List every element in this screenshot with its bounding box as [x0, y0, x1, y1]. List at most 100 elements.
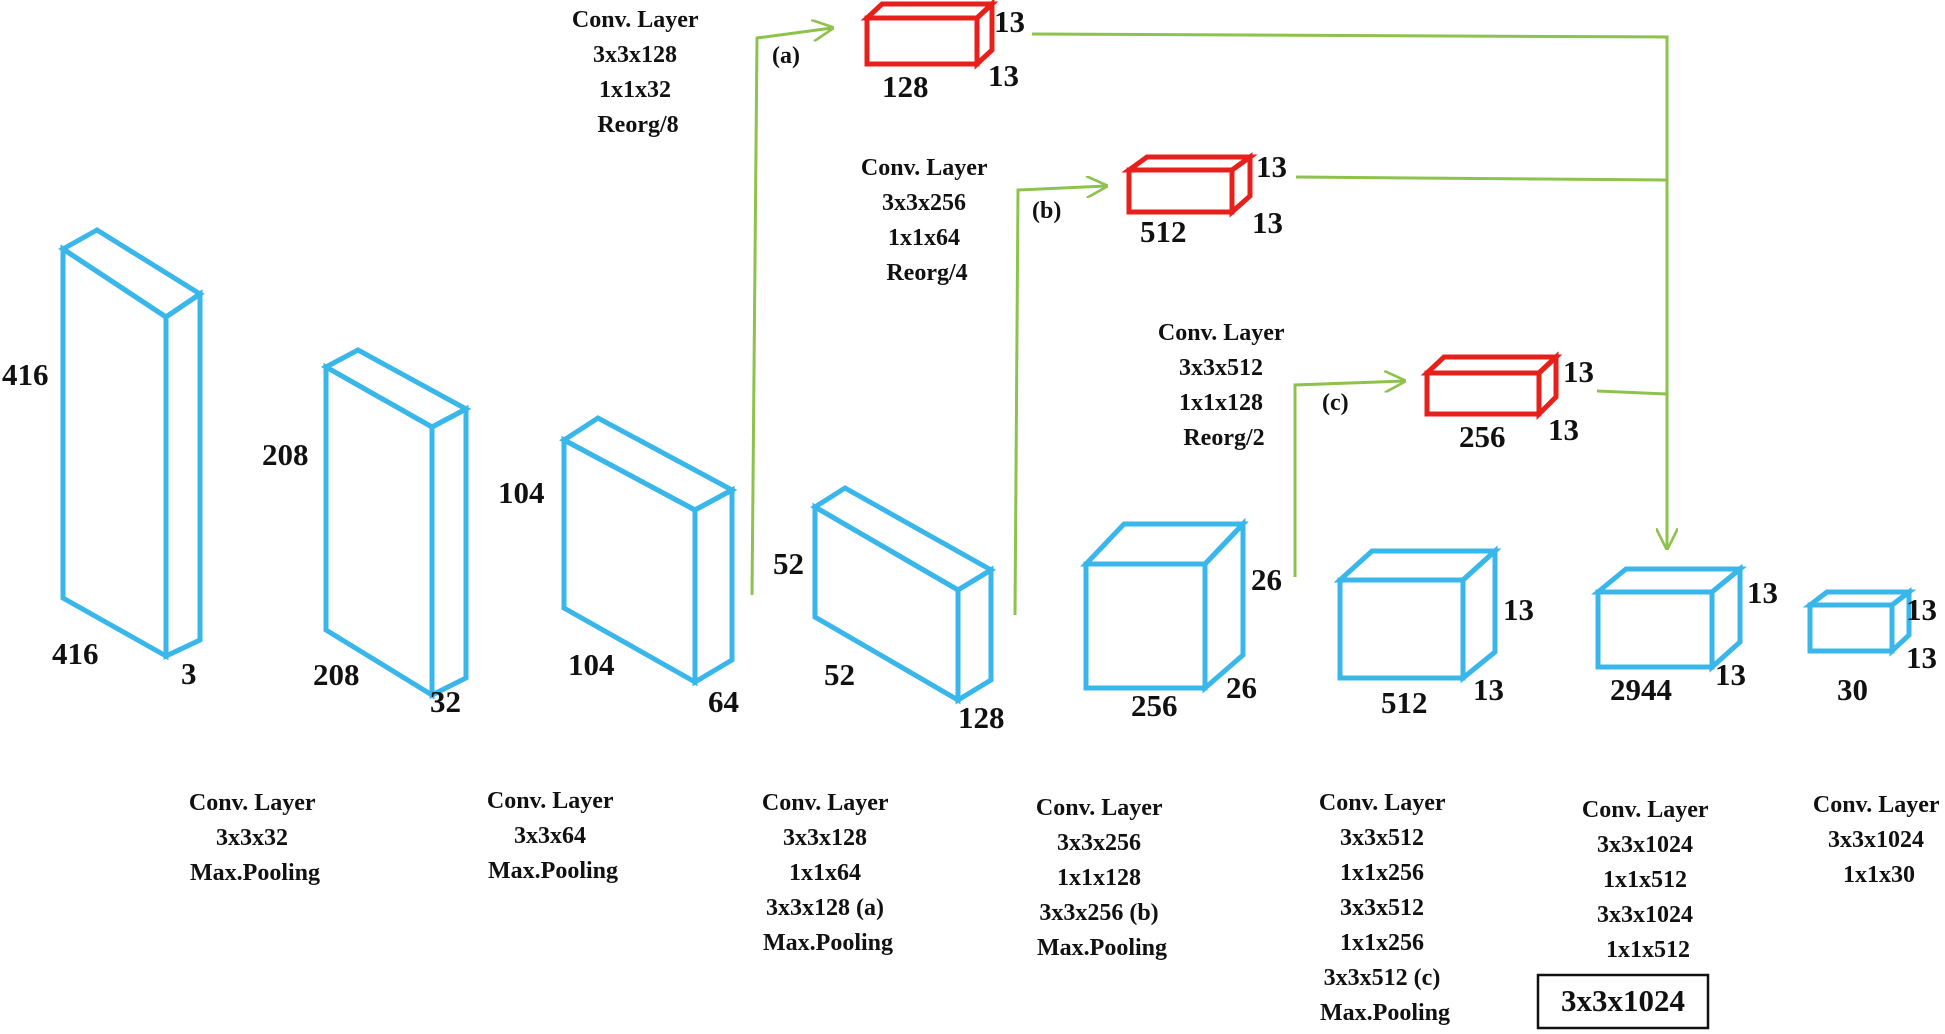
fm5-height: 26	[1251, 562, 1282, 597]
reorg-c-height: 13	[1563, 354, 1594, 389]
feature-map-5	[1080, 517, 1249, 694]
fm4-depth: 128	[958, 700, 1005, 735]
fm2-height: 208	[262, 437, 309, 472]
stage-label-line: 3x3x32	[216, 825, 288, 851]
fm8-width: 30	[1837, 672, 1868, 707]
stage-label-line: 1x1x256	[1340, 930, 1424, 956]
skip-path-c	[1293, 381, 1404, 577]
stage-label-line: 1x1x64	[789, 860, 861, 886]
stage-label-line: 3x3x128 (a)	[766, 895, 884, 921]
reorg-block-b	[1121, 152, 1258, 218]
fm6-width: 512	[1381, 685, 1428, 720]
feature-map-4	[810, 485, 996, 705]
reorg-b-width: 13	[1252, 205, 1283, 240]
reorg-b-height: 13	[1256, 149, 1287, 184]
reorg-a-label-line: Conv. Layer	[572, 7, 699, 33]
reorg-blocks	[860, 0, 1563, 421]
concat-line-a	[1031, 32, 1669, 546]
stage-label-line: 1x1x128	[1057, 865, 1141, 891]
stage-label-line: 3x3x1024	[1597, 902, 1693, 928]
reorg-b-label: Conv. Layer 3x3x256 1x1x64 Reorg/4	[861, 155, 993, 286]
reorg-dimensions: 13 13 128 13 13 512 13 13 256	[882, 4, 1594, 454]
stage-label-line: Conv. Layer	[762, 790, 889, 816]
stage-label-line: 3x3x64	[514, 823, 586, 849]
stage-1-label: Conv. Layer 3x3x32 Max.Pooling	[189, 790, 321, 886]
stage-label-line: 1x1x512	[1603, 867, 1687, 893]
reorg-b-channels: 512	[1140, 214, 1187, 249]
stage-2-label: Conv. Layer 3x3x64 Max.Pooling	[487, 788, 619, 884]
stage-label-line: Max.Pooling	[190, 860, 320, 886]
reorg-c-label-line: Reorg/2	[1183, 425, 1264, 451]
stage-label-line: Conv. Layer	[189, 790, 316, 816]
stage-label-line: 3x3x128	[783, 825, 867, 851]
fm3-height: 104	[498, 475, 545, 510]
stage-label-line: Conv. Layer	[1319, 790, 1446, 816]
reorg-b-label-line: Reorg/4	[886, 260, 967, 286]
reorg-c-label-line: Conv. Layer	[1158, 320, 1285, 346]
stage-label-line: 3x3x512	[1340, 825, 1424, 851]
feature-map-8	[1802, 586, 1917, 657]
fm1-depth: 3	[181, 656, 197, 691]
reorg-tag-b: (b)	[1032, 198, 1061, 224]
skip-path-a	[750, 28, 832, 596]
stage-label-line: 1x1x30	[1843, 862, 1915, 888]
feature-map-dimensions: 416 416 3 208 208 32 104 104 64 52 52 12…	[2, 357, 1937, 735]
stage-label-line: Conv. Layer	[1813, 792, 1940, 818]
fm7-width: 2944	[1610, 672, 1672, 707]
reorg-a-width: 13	[988, 58, 1019, 93]
reorg-tag-c: (c)	[1322, 390, 1349, 416]
fm1-height: 416	[2, 357, 49, 392]
stage-label-line: 3x3x1024	[1828, 827, 1924, 853]
fm7-height: 13	[1747, 575, 1778, 610]
fm3-width: 104	[568, 647, 615, 682]
stage-label-line: Conv. Layer	[1036, 795, 1163, 821]
stage-label-line: Max.Pooling	[488, 858, 618, 884]
stage-6-label: Conv. Layer 3x3x1024 1x1x512 3x3x1024 1x…	[1582, 797, 1714, 963]
fm6-height: 13	[1503, 592, 1534, 627]
stage-label-line: 1x1x512	[1606, 937, 1690, 963]
stage-label-line: 3x3x1024	[1597, 832, 1693, 858]
fm8-height: 13	[1906, 592, 1937, 627]
reorg-tags: (a) (b) (c)	[772, 43, 1349, 416]
reorg-c-label-line: 3x3x512	[1179, 355, 1263, 381]
fm6-depth: 13	[1473, 672, 1504, 707]
reorg-c-channels: 256	[1459, 419, 1506, 454]
stage-labels: Conv. Layer 3x3x32 Max.Pooling Conv. Lay…	[189, 788, 1940, 1026]
stage-4-label: Conv. Layer 3x3x256 1x1x128 3x3x256 (b) …	[1036, 795, 1168, 961]
reorg-c-label-line: 1x1x128	[1179, 390, 1263, 416]
fm7-depth: 13	[1715, 657, 1746, 692]
boxed-layer-label: 3x3x1024	[1536, 973, 1710, 1030]
skip-path-b	[1013, 186, 1106, 616]
reorg-branch-labels: Conv. Layer 3x3x128 1x1x32 Reorg/8 Conv.…	[572, 7, 1285, 451]
stage-5-label: Conv. Layer 3x3x512 1x1x256 3x3x512 1x1x…	[1319, 790, 1451, 1026]
fm2-depth: 32	[430, 684, 461, 719]
reorg-a-height: 13	[994, 4, 1025, 39]
feature-maps	[58, 227, 1917, 705]
feature-map-3	[559, 415, 738, 687]
reorg-block-a	[860, 0, 999, 70]
stage-label-line: Conv. Layer	[487, 788, 614, 814]
feature-map-6	[1333, 545, 1502, 684]
reorg-a-label-line: 3x3x128	[593, 42, 677, 68]
reorg-block-c	[1420, 351, 1563, 421]
stage-label-line: Max.Pooling	[1320, 1000, 1450, 1026]
concat-line-c	[1596, 389, 1668, 396]
reorg-b-label-line: Conv. Layer	[861, 155, 988, 181]
feature-map-2	[320, 347, 472, 700]
fm4-height: 52	[773, 546, 804, 581]
reorg-a-label: Conv. Layer 3x3x128 1x1x32 Reorg/8	[572, 7, 704, 138]
fm4-width: 52	[824, 657, 855, 692]
boxed-label-text: 3x3x1024	[1561, 983, 1685, 1018]
fm8-depth: 13	[1906, 640, 1937, 675]
reorg-b-label-line: 3x3x256	[882, 190, 966, 216]
boxed-label-frame	[1536, 973, 1710, 1030]
stage-label-line: 3x3x256	[1057, 830, 1141, 856]
feature-map-7	[1591, 563, 1747, 673]
reorg-a-label-line: Reorg/8	[597, 112, 678, 138]
reorg-tag-a: (a)	[772, 43, 800, 69]
feature-map-1	[58, 227, 205, 661]
stage-label-line: 1x1x256	[1340, 860, 1424, 886]
reorg-a-channels: 128	[882, 69, 929, 104]
stage-label-line: 3x3x512 (c)	[1324, 965, 1441, 991]
